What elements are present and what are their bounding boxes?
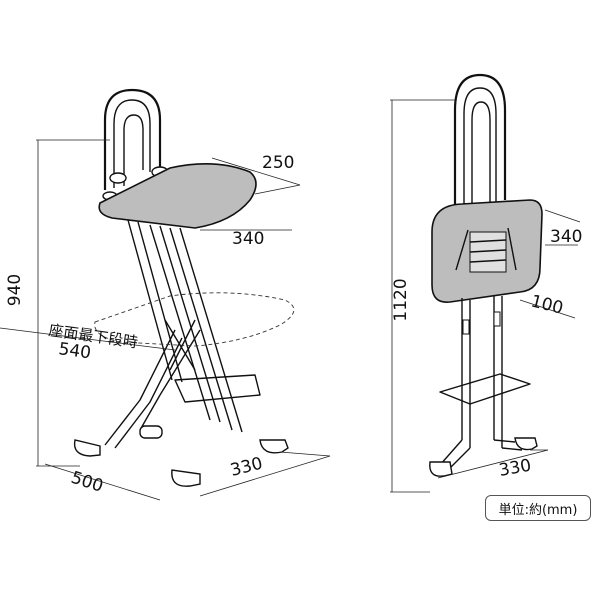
left-dimension-lines — [0, 139, 331, 501]
base-330-left-label: 330 — [228, 454, 264, 481]
lowest-540-label: 540 — [57, 339, 92, 363]
height-940-label: 940 — [5, 274, 25, 306]
lowest-seat-outline — [94, 292, 295, 347]
left-chair-drawing — [73, 88, 295, 487]
step-100-label: 100 — [529, 291, 565, 318]
base-330-right-label: 330 — [497, 456, 532, 481]
seat-340-right-label: 340 — [550, 227, 582, 247]
left-seat — [98, 163, 257, 229]
unit-note-text: 単位:約(mm) — [498, 502, 578, 518]
base-500-label: 500 — [68, 468, 105, 497]
right-chair-drawing — [429, 73, 543, 477]
depth-250-label: 250 — [262, 153, 294, 173]
height-1120-label: 1120 — [391, 278, 411, 321]
right-dimension-lines — [390, 99, 581, 493]
unit-note-box: 単位:約(mm) — [485, 495, 591, 521]
seat-340-label: 340 — [232, 229, 264, 249]
